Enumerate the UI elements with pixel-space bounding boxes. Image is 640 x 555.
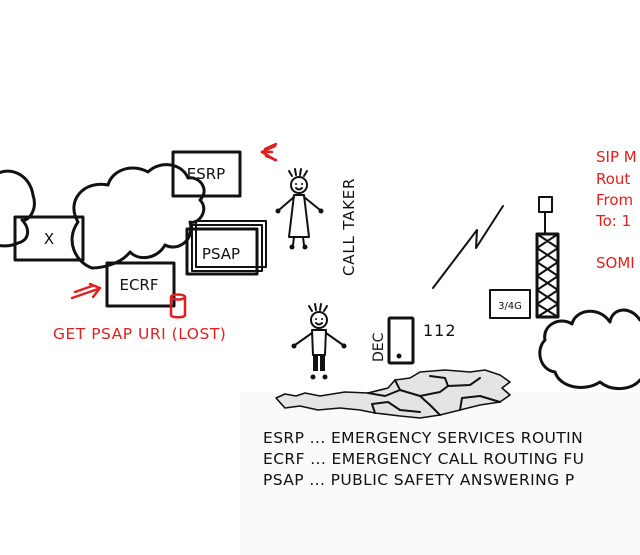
legend-item-esrp: ESRP ... EMERGENCY SERVICES ROUTIN	[263, 429, 584, 447]
legend-item-ecrf: ECRF ... EMERGENCY CALL ROUTING FU	[263, 450, 585, 468]
dialed-number: 112	[423, 321, 457, 340]
psap-box-label: PSAP	[202, 245, 240, 263]
psap-box-stack: PSAP	[185, 220, 267, 276]
sip-line: From	[596, 191, 634, 209]
sip-line: Rout	[596, 170, 631, 188]
ecrf-box-label: ECRF	[119, 276, 158, 294]
legend-item-psap: PSAP ... PUBLIC SAFETY ANSWERING P	[263, 471, 575, 489]
get-psap-uri-label: GET PSAP URI (LOST)	[53, 325, 226, 343]
central-cloud	[70, 163, 206, 270]
cell-tower-icon	[535, 196, 560, 319]
esrp-arrow-icon	[260, 142, 278, 162]
sip-line: SIP M	[596, 148, 637, 166]
sip-line: To: 1	[596, 212, 632, 230]
sip-line: SOMI	[596, 254, 635, 272]
dec-label: DEC	[371, 332, 387, 362]
network-badge-label: 3/4G	[498, 301, 522, 312]
x-box: X	[13, 215, 85, 262]
x-box-label: X	[44, 230, 54, 248]
ecrf-arrow-icon	[70, 282, 102, 300]
left-cloud	[0, 169, 36, 248]
esrp-box: ESRP	[171, 150, 242, 198]
call-taker-label: CALL TAKER	[340, 178, 358, 276]
mobile-phone-icon	[387, 316, 415, 365]
network-badge: 3/4G	[489, 289, 531, 319]
radio-signal-icon	[432, 205, 504, 289]
esrp-box-label: ESRP	[187, 165, 225, 183]
ecrf-box: ECRF	[105, 261, 176, 308]
austria-map	[275, 369, 511, 419]
call-taker-figure	[275, 168, 324, 250]
background-panel	[240, 392, 640, 555]
database-icon	[169, 293, 187, 319]
caller-figure	[291, 303, 347, 380]
right-cloud	[538, 308, 640, 390]
